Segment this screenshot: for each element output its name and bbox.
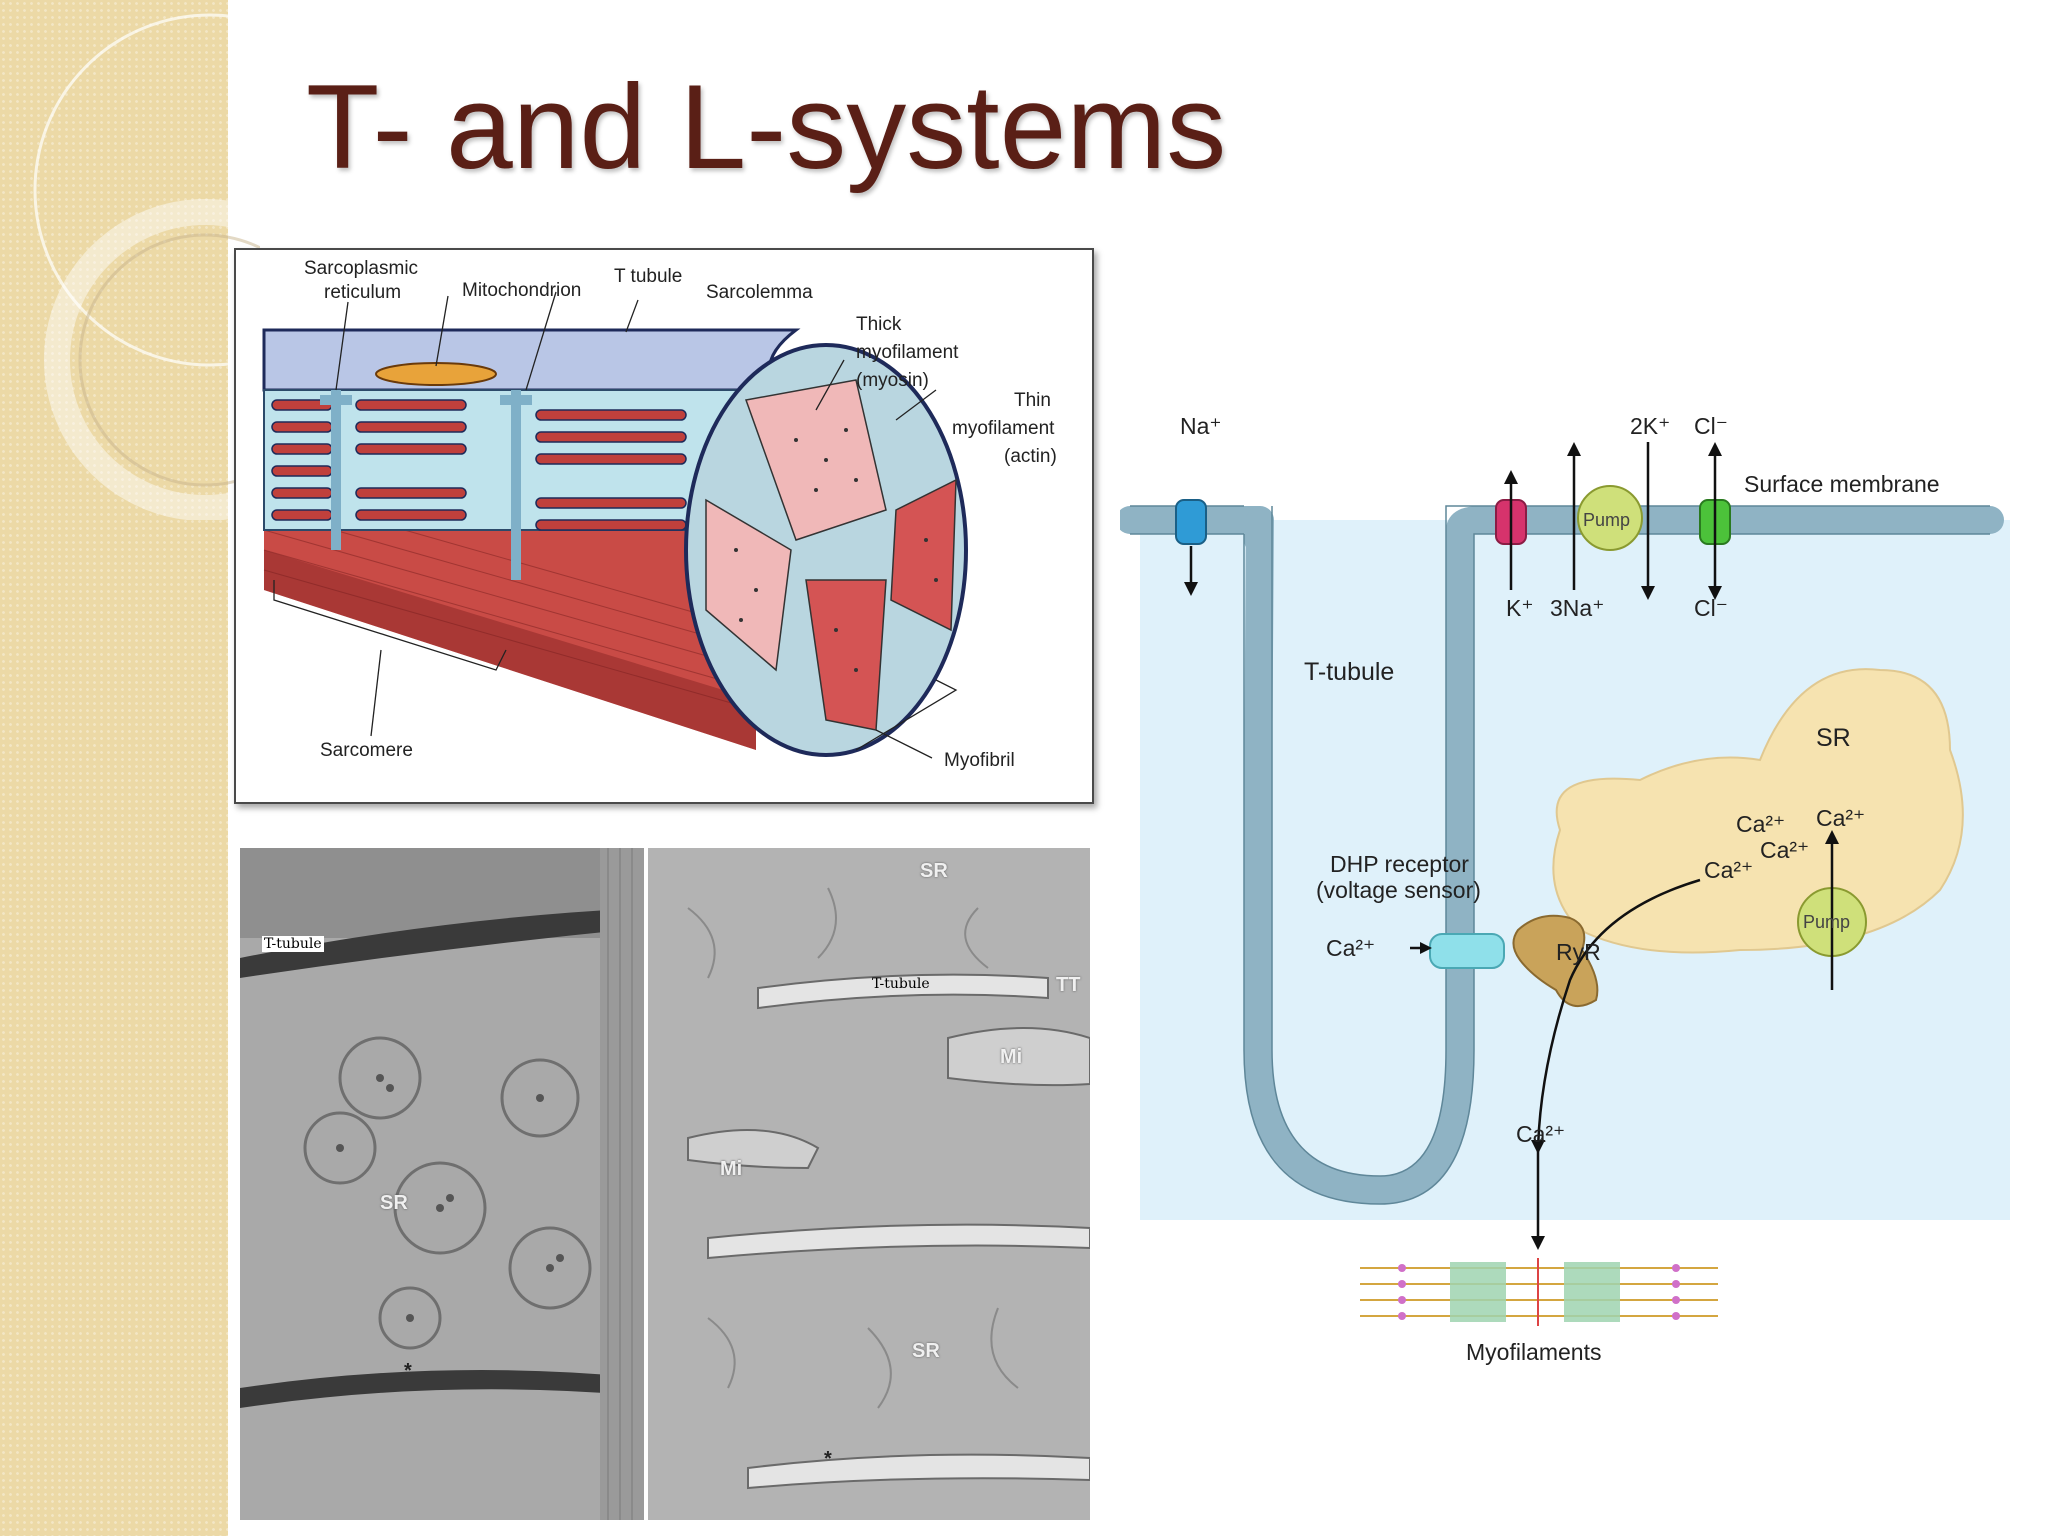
sarcoplasmic-reticulum-network [263,389,765,580]
label-t-tubule: T-tubule [1304,658,1394,686]
label-ca-4: Ca²⁺ [1704,857,1753,883]
label-k: K⁺ [1506,595,1533,621]
micrograph-right-tt-label: TT [1056,974,1081,996]
micrograph-left-sr-label: SR [380,1192,408,1214]
ryanodine-receptor [1512,914,1599,1008]
micrograph-right-mi-2-label: Mi [720,1158,743,1180]
label-thick-1: Thick [856,314,902,335]
sarcoplasmic-reticulum [1552,668,1964,954]
myofilaments-graphic [1360,1258,1718,1326]
micrograph-right-texture [648,848,1090,1520]
micrograph-left-texture [240,848,644,1520]
micrograph-right-sr-bottom-label: SR [912,1340,940,1362]
label-sarcoplasmic-reticulum-1: Sarcoplasmic [304,258,418,279]
surface-membrane-and-t-tubule [1116,506,2004,1205]
label-sarcomere: Sarcomere [320,740,413,761]
label-t-tubule: T tubule [614,266,682,287]
excitation-contraction-diagram: Na⁺ 2K⁺ Cl⁻ Surface membrane Pump K⁺ 3Na… [1116,190,2040,1480]
label-pump-top: Pump [1583,510,1630,530]
label-pump-sr: Pump [1803,912,1850,932]
label-thin-3: (actin) [1004,446,1057,467]
label-cl-bottom: Cl⁻ [1694,595,1728,621]
electron-micrograph-right: SR T-tubule TT Mi Mi SR * [648,848,1090,1520]
label-thin-1: Thin [1014,390,1051,411]
na-channel [1175,499,1207,545]
label-mitochondrion: Mitochondrion [462,280,581,301]
micrograph-right-t-tubule-label: T-tubule [872,976,930,992]
label-myofibril: Myofibril [944,750,1015,771]
label-ryr: RyR [1556,939,1601,965]
label-ca-3: Ca²⁺ [1760,837,1809,863]
label-ca-1: Ca²⁺ [1736,811,1785,837]
label-ca-in: Ca²⁺ [1326,935,1375,961]
label-dhp-2: (voltage sensor) [1316,877,1481,903]
label-ca-release: Ca²⁺ [1516,1121,1565,1147]
decorative-side-strip [0,0,228,1536]
label-thick-2: myofilament [856,342,959,363]
dhp-receptor [1429,933,1505,969]
mitochondrion-shape [375,362,497,386]
label-na: Na⁺ [1180,413,1222,439]
ecc-illustration: Na⁺ 2K⁺ Cl⁻ Surface membrane Pump K⁺ 3Na… [1116,413,2010,1365]
label-cl-top: Cl⁻ [1694,413,1728,439]
muscle-fiber-illustration: Sarcoplasmic reticulum Mitochondrion T t… [262,258,1057,771]
label-2k: 2K⁺ [1630,413,1670,439]
label-thin-2: myofilament [952,418,1055,439]
label-myofilaments: Myofilaments [1466,1339,1601,1365]
label-sarcoplasmic-reticulum-2: reticulum [324,282,401,303]
micrograph-right-mi-1-label: Mi [1000,1046,1023,1068]
label-thick-3: (myosin) [856,370,929,391]
electron-micrograph-left: T-tubule SR * [240,848,644,1520]
fiber-cross-section [684,343,968,757]
sarcolemma-sheet [262,328,801,392]
micrograph-right-asterisk: * [824,1448,832,1470]
micrograph-right-sr-top-label: SR [920,860,948,882]
na-k-pump [1577,485,1643,551]
micrograph-left-t-tubule-label: T-tubule [262,936,324,952]
slide-title: T- and L-systems [306,60,1227,194]
muscle-fiber-diagram: Sarcoplasmic reticulum Mitochondrion T t… [234,248,1094,804]
label-dhp-1: DHP receptor [1330,851,1469,877]
decorative-rings [33,13,260,520]
label-sr: SR [1816,724,1851,752]
micrograph-left-asterisk: * [404,1360,412,1382]
label-ca-2: Ca²⁺ [1816,805,1865,831]
label-3na: 3Na⁺ [1550,595,1604,621]
label-sarcolemma: Sarcolemma [706,282,813,303]
label-surface-membrane: Surface membrane [1744,471,1940,497]
